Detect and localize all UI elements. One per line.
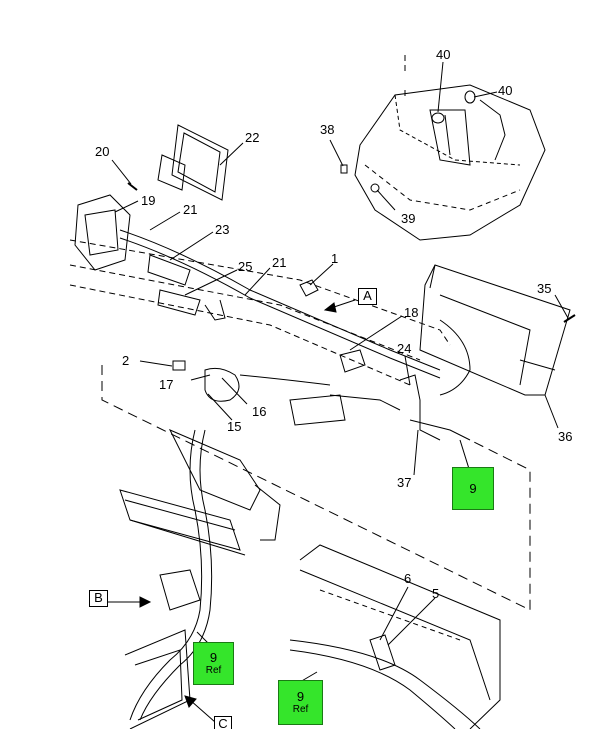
view-label-a: A (358, 288, 377, 305)
callout-15: 15 (227, 419, 242, 434)
callout-18: 18 (404, 305, 419, 320)
callout-20: 20 (95, 144, 110, 159)
part-22-plate (157, 124, 229, 201)
reference-tag-9-ref-bottom: 9 Ref (278, 680, 323, 725)
reference-tag-ref: Ref (205, 665, 222, 676)
reference-tag-9: 9 (452, 467, 494, 510)
reference-tag-number: 9 (469, 480, 477, 496)
reference-tag-number: 9 (296, 689, 305, 704)
part-20-pin (127, 182, 138, 191)
callout-19: 19 (141, 193, 156, 208)
callout-22: 22 (245, 130, 260, 145)
reference-tag-ref: Ref (292, 704, 309, 715)
callout-37: 37 (397, 475, 412, 490)
lower-right-assembly (289, 544, 501, 729)
main-harness (69, 194, 471, 441)
callout-5: 5 (432, 586, 440, 601)
part-36-cluster (419, 264, 576, 396)
callout-39: 39 (401, 211, 416, 226)
callout-40-right: 40 (498, 83, 513, 98)
callout-17: 17 (159, 377, 174, 392)
callout-21-right: 21 (272, 255, 287, 270)
reference-tag-9-ref-left: 9 Ref (193, 642, 234, 685)
top-right-assembly (340, 55, 546, 241)
callout-35: 35 (537, 281, 552, 296)
callout-40-top: 40 (436, 47, 451, 62)
view-boundary (101, 365, 531, 611)
callout-25: 25 (238, 259, 253, 274)
callout-1: 1 (331, 251, 339, 266)
view-label-b: B (89, 590, 108, 607)
callout-21-left: 21 (183, 202, 198, 217)
callout-23: 23 (215, 222, 230, 237)
callout-16: 16 (252, 404, 267, 419)
view-label-c: C (214, 716, 232, 729)
leader-lines (111, 61, 569, 683)
reference-tag-number: 9 (209, 650, 218, 665)
callout-2: 2 (122, 353, 130, 368)
callout-36: 36 (558, 429, 573, 444)
callout-6: 6 (404, 571, 412, 586)
callout-38: 38 (320, 122, 335, 137)
callout-24: 24 (397, 341, 412, 356)
lower-left-assembly (119, 429, 281, 729)
view-arrows (108, 299, 356, 723)
